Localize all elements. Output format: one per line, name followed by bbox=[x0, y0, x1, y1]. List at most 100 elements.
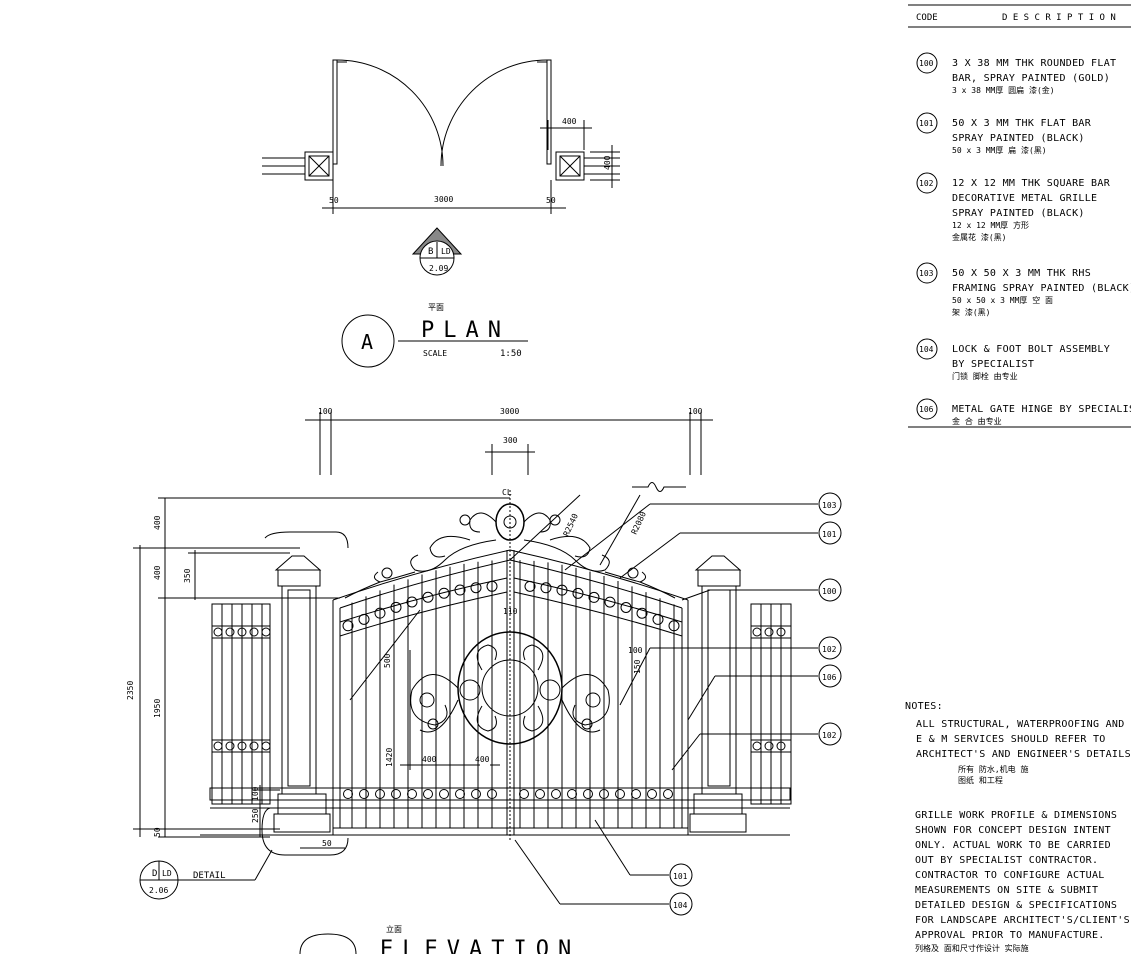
band-circle bbox=[589, 592, 599, 602]
plan-section-left: B bbox=[428, 247, 433, 257]
dim-top-mid: 3000 bbox=[500, 407, 519, 416]
legend-description-line: 12 X 12 MM THK SQUARE BAR bbox=[952, 178, 1111, 189]
band-circle bbox=[343, 621, 353, 631]
plan-section-right: LD bbox=[441, 247, 451, 256]
legend-header-code: CODE bbox=[916, 13, 938, 23]
plan-title: PLAN bbox=[421, 318, 510, 343]
band-circle bbox=[605, 597, 615, 607]
elevation-labels: 100 3000 100 300 CL R2540 R2080 2350 400… bbox=[126, 407, 837, 954]
legend-description-line: SPRAY PAINTED (BLACK) bbox=[952, 208, 1085, 219]
legend-description-cn: 架 漆(黑) bbox=[952, 307, 990, 317]
legend-code: 101 bbox=[919, 119, 934, 128]
legend-description-cn: 50 x 3 MM厚 扁 漆(黑) bbox=[952, 145, 1047, 155]
callout-106-label: 106 bbox=[822, 673, 837, 682]
dim-1420: 1420 bbox=[385, 748, 394, 767]
band-circle bbox=[664, 790, 673, 799]
legend-code-bubble bbox=[917, 173, 937, 193]
dim-height-250: 250 bbox=[251, 808, 260, 823]
band-circle bbox=[653, 614, 663, 624]
fence-band-circle bbox=[238, 628, 246, 636]
fence-band-circle bbox=[214, 628, 222, 636]
legend-description-line: LOCK & FOOT BOLT ASSEMBLY bbox=[952, 344, 1110, 355]
dim-top-left: 100 bbox=[318, 407, 333, 416]
legend-description-cn: 12 x 12 MM厚 方形 bbox=[952, 220, 1029, 230]
callout-101b-label: 101 bbox=[673, 872, 688, 881]
plan-labels: 3000 400 400 50 50 B LD 2.09 平面 PLAN A S… bbox=[329, 117, 612, 359]
notes-line: SHOWN FOR CONCEPT DESIGN INTENT bbox=[915, 825, 1111, 836]
dim-height-50: 50 bbox=[153, 827, 162, 837]
plan-cn-title: 平面 bbox=[428, 303, 444, 312]
band-circle bbox=[407, 597, 417, 607]
notes-line: GRILLE WORK PROFILE & DIMENSIONS bbox=[915, 810, 1117, 821]
callout-106-bubble bbox=[819, 665, 841, 687]
band-circle bbox=[637, 608, 647, 618]
legend-code: 102 bbox=[919, 179, 934, 188]
notes-line: ALL STRUCTURAL, WATERPROOFING AND bbox=[916, 719, 1125, 730]
legend-description-line: 3 X 38 MM THK ROUNDED FLAT bbox=[952, 58, 1116, 69]
centerline-mark: CL bbox=[502, 488, 512, 497]
plan-scale-label: SCALE bbox=[423, 349, 447, 358]
dim-height-1950: 1950 bbox=[153, 699, 162, 718]
legend-code: 104 bbox=[919, 345, 934, 354]
callout-102b-bubble bbox=[819, 723, 841, 745]
legend-code-bubble bbox=[917, 339, 937, 359]
legend-code-bubble bbox=[917, 113, 937, 133]
band-circle bbox=[344, 790, 353, 799]
callout-103-label: 103 bbox=[822, 501, 837, 510]
band-circle bbox=[573, 588, 583, 598]
dim-150: 150 bbox=[633, 659, 642, 674]
dim-400a: 400 bbox=[422, 755, 437, 764]
legend-description-line: METAL GATE HINGE BY SPECIALIST bbox=[952, 404, 1131, 415]
dim-bottom-50: 50 bbox=[322, 839, 332, 848]
callout-104-bubble bbox=[670, 893, 692, 915]
elevation-callouts bbox=[515, 493, 841, 915]
elevation-cn-title: 立面 bbox=[386, 924, 402, 934]
band-circle bbox=[557, 585, 567, 595]
callout-103-bubble bbox=[819, 493, 841, 515]
detail-label: DETAIL bbox=[193, 871, 226, 881]
fence-band-circle bbox=[765, 742, 773, 750]
fence-band-circle bbox=[777, 628, 785, 636]
plan-scale-value: 1:50 bbox=[500, 349, 522, 359]
plan-dim-left: 50 bbox=[329, 196, 339, 205]
notes-line: E & M SERVICES SHOULD REFER TO bbox=[916, 734, 1106, 745]
plan-section-sheet: 2.09 bbox=[429, 264, 448, 273]
notes-line: MEASUREMENTS ON SITE & SUBMIT bbox=[915, 885, 1098, 896]
legend-header-description: D E S C R I P T I O N bbox=[1002, 13, 1116, 23]
dim-radius-2: R2080 bbox=[630, 510, 648, 536]
legend-description-cn: 50 x 50 x 3 MM厚 空 面 bbox=[952, 295, 1053, 305]
detail-mark-left: D bbox=[152, 869, 157, 879]
legend-code-bubble bbox=[917, 399, 937, 419]
plan-bubble: A bbox=[361, 330, 373, 354]
band-circle bbox=[440, 790, 449, 799]
fence-band-circle bbox=[226, 742, 234, 750]
legend-description-line: SPRAY PAINTED (BLACK) bbox=[952, 133, 1085, 144]
plan-dim-width: 3000 bbox=[434, 195, 453, 204]
band-circle bbox=[471, 583, 481, 593]
legend-code: 100 bbox=[919, 59, 934, 68]
notes-cn-line: 所有 防水,机电 施 bbox=[958, 764, 1028, 774]
fence-band-circle bbox=[262, 742, 270, 750]
fence-band-circle bbox=[753, 742, 761, 750]
notes-paragraph-1: ALL STRUCTURAL, WATERPROOFING AND E & M S… bbox=[916, 719, 1131, 785]
legend-description-line: 50 X 3 MM THK FLAT BAR bbox=[952, 118, 1092, 129]
plan-view bbox=[262, 60, 620, 367]
dim-height-total: 2350 bbox=[126, 681, 135, 700]
legend-table: CODE D E S C R I P T I O N 100 3 X 38 MM … bbox=[908, 5, 1131, 427]
fence-band-circle bbox=[765, 628, 773, 636]
band-circle bbox=[488, 790, 497, 799]
band-circle bbox=[584, 790, 593, 799]
notes-title: NOTES: bbox=[905, 701, 943, 712]
band-circle bbox=[541, 583, 551, 593]
band-circle bbox=[392, 790, 401, 799]
dim-110: 110 bbox=[503, 607, 518, 616]
band-circles bbox=[214, 581, 785, 798]
callout-101b-bubble bbox=[670, 864, 692, 886]
legend-description-cn: 3 x 38 MM厚 圆扁 漆(金) bbox=[952, 85, 1055, 95]
band-circle bbox=[632, 790, 641, 799]
notes-cn-line: 图纸 和工程 bbox=[958, 775, 1003, 785]
